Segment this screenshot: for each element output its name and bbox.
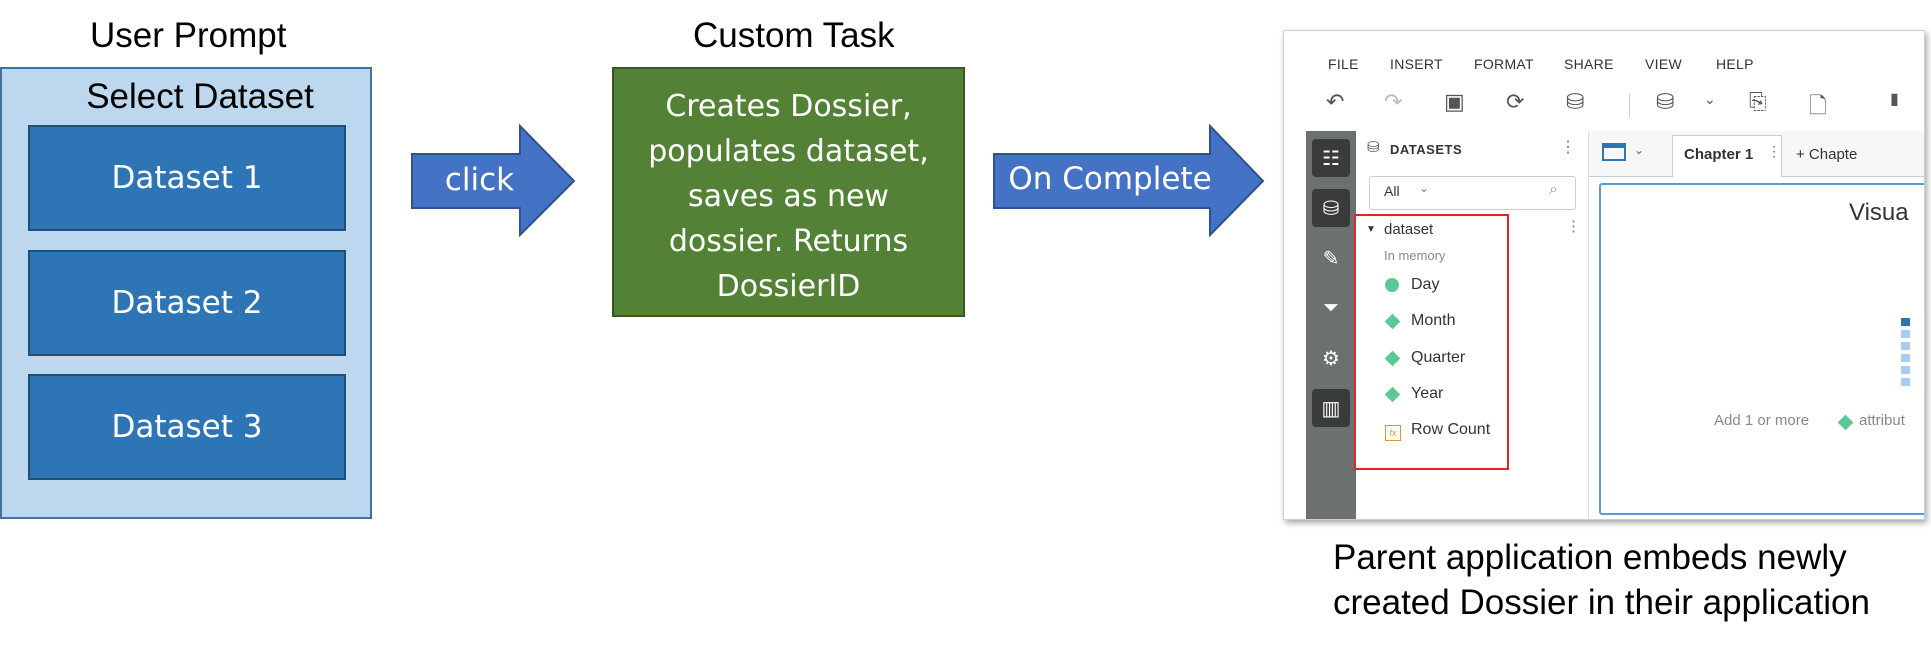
placeholder-bar-top <box>1901 318 1910 326</box>
dossier-app-screenshot: FILE INSERT FORMAT SHARE VIEW HELP ↶ ↷ ▣… <box>1283 30 1925 520</box>
dataset-3-button[interactable]: Dataset 3 <box>28 374 346 480</box>
chart-icon[interactable]: ▥ <box>1312 389 1350 427</box>
field-row-count[interactable]: Row Count <box>1411 421 1491 438</box>
menu-file[interactable]: FILE <box>1328 56 1359 72</box>
dataset-name[interactable]: dataset <box>1384 221 1434 238</box>
refresh-icon[interactable]: ⟳ <box>1506 89 1525 114</box>
chapter-tab-label: Chapter 1 <box>1684 146 1754 163</box>
chevron-down-icon[interactable]: ⌄ <box>1704 91 1716 107</box>
new-page-icon[interactable]: 🗋 <box>1809 93 1827 118</box>
filter-icon[interactable]: ⏷ <box>1323 296 1339 319</box>
user-prompt-heading: User Prompt <box>90 16 287 55</box>
click-arrow-label: click <box>444 162 515 198</box>
settings-gear-icon[interactable]: ⚙ <box>1322 347 1340 370</box>
click-arrow <box>411 123 576 238</box>
redo-icon[interactable]: ↷ <box>1384 89 1403 114</box>
visualization-title: Visua <box>1849 199 1909 226</box>
page-layout-icon[interactable] <box>1602 143 1626 161</box>
dataset-more-icon[interactable]: ⋮ <box>1566 218 1581 235</box>
menu-help[interactable]: HELP <box>1716 56 1754 72</box>
tab-chapter-1[interactable] <box>1672 135 1782 177</box>
filter-chevron-icon: ⌄ <box>1419 181 1430 195</box>
chapter-more-icon[interactable]: ⋮ <box>1767 143 1781 159</box>
custom-task-box: Creates Dossier, populates dataset, save… <box>612 67 965 317</box>
field-day[interactable]: Day <box>1411 276 1440 293</box>
more-options-icon[interactable]: ⋮ <box>1560 139 1576 156</box>
undo-icon[interactable]: ↶ <box>1326 89 1345 114</box>
field-month[interactable]: Month <box>1411 312 1456 329</box>
caption-line-1: Parent application embeds newly <box>1333 538 1847 577</box>
visualization-canvas[interactable] <box>1599 183 1924 515</box>
task-line: Creates Dossier, <box>665 89 912 124</box>
field-quarter[interactable]: Quarter <box>1411 349 1466 366</box>
task-line: populates dataset, <box>648 134 929 169</box>
visualization-icon[interactable]: ▮ <box>1890 91 1899 108</box>
dataset-filter-select[interactable] <box>1369 176 1576 210</box>
search-icon[interactable]: ⌕ <box>1549 181 1558 198</box>
data-source-icon[interactable]: ⛁ <box>1566 89 1585 114</box>
add-data-icon[interactable]: ⛁ <box>1656 89 1675 114</box>
dataset-2-button[interactable]: Dataset 2 <box>28 250 346 356</box>
toolbar-divider <box>1629 93 1630 117</box>
layout-chevron-icon[interactable]: ⌄ <box>1634 143 1645 157</box>
duplicate-page-icon[interactable]: ⎘ <box>1749 89 1767 114</box>
add-chapter-button[interactable]: + Chapte <box>1796 146 1858 163</box>
edit-pencil-icon[interactable]: ✎ <box>1322 247 1340 270</box>
custom-task-heading: Custom Task <box>693 16 895 55</box>
field-year[interactable]: Year <box>1411 385 1444 402</box>
select-dataset-title: Select Dataset <box>86 77 314 116</box>
database-icon: ⛁ <box>1367 139 1380 156</box>
dataset-status: In memory <box>1384 248 1446 263</box>
task-line: DossierID <box>716 269 861 304</box>
menu-share[interactable]: SHARE <box>1564 56 1614 72</box>
add-attribute-hint: Add 1 or more <box>1714 412 1810 429</box>
add-attribute-hint-suffix: attribut <box>1859 412 1905 429</box>
save-icon[interactable]: ▣ <box>1444 89 1465 114</box>
left-icon-rail: ☷ ⛁ ✎ ⏷ ⚙ ▥ <box>1306 131 1356 519</box>
attribute-diamond-icon <box>1837 414 1854 433</box>
table-of-contents-icon[interactable]: ☷ <box>1312 139 1350 177</box>
on-complete-arrow-label: On Complete <box>1008 161 1212 197</box>
datasets-panel-title: DATASETS <box>1390 142 1463 157</box>
datasets-panel <box>1356 131 1589 519</box>
clock-icon <box>1385 278 1399 297</box>
task-line: saves as new <box>688 179 889 214</box>
menu-view[interactable]: VIEW <box>1645 56 1682 72</box>
dataset-1-button[interactable]: Dataset 1 <box>28 125 346 231</box>
menu-insert[interactable]: INSERT <box>1390 56 1443 72</box>
filter-value: All <box>1384 183 1400 199</box>
on-complete-arrow <box>993 123 1265 238</box>
caption-line-2: created Dossier in their application <box>1333 583 1870 622</box>
datasets-icon[interactable]: ⛁ <box>1312 189 1350 227</box>
placeholder-bars <box>1901 318 1910 390</box>
collapse-triangle-icon[interactable]: ▼ <box>1366 224 1376 235</box>
menu-format[interactable]: FORMAT <box>1474 56 1534 72</box>
task-line: dossier. Returns <box>668 224 909 259</box>
metric-fx-icon: fx <box>1385 423 1401 441</box>
highlight-rectangle <box>1354 214 1509 470</box>
